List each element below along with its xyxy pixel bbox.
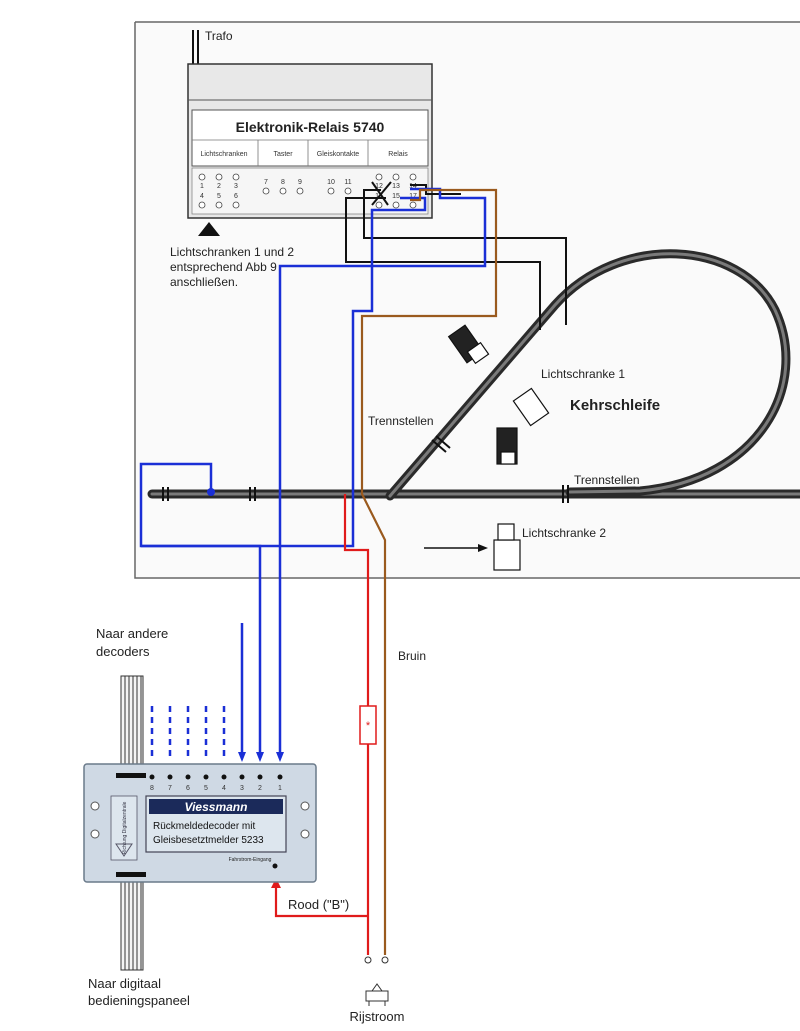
relay-terminal-12: 12 [375, 183, 383, 190]
label-lichtschranke-1: Lichtschranke 1 [541, 367, 625, 381]
track-layout [147, 249, 800, 501]
bus-cable-bottom [120, 881, 144, 971]
label-rijstroom: Rijstroom [350, 1009, 405, 1024]
relay-terminal-15: 15 [392, 193, 400, 200]
direction-arrow-icon [424, 544, 488, 552]
lichtschranke-sensors [447, 324, 550, 571]
relay-note-line-2: entsprechend Abb 9 [170, 260, 277, 274]
decoder-brand: Viessmann [185, 800, 248, 814]
decoder-pin-2: 2 [258, 785, 262, 792]
relay-title: Elektronik-Relais 5740 [236, 119, 385, 135]
trafo-leads [192, 30, 199, 64]
relay-note-line-3: anschließen. [170, 275, 238, 289]
red-arrow-icon [271, 878, 281, 888]
relay-terminal-7: 7 [264, 179, 268, 186]
relay-terminal-1: 1 [200, 183, 204, 190]
relay-terminal-6: 6 [234, 193, 238, 200]
label-naar-digitaal-line-2: bedieningspaneel [88, 993, 190, 1008]
relay-box [187, 63, 433, 219]
trafo-label: Trafo [205, 29, 233, 43]
decoder-pin-1: 1 [278, 785, 282, 792]
note-arrow-icon [198, 222, 220, 236]
relay-terminal-11: 11 [344, 179, 351, 186]
label-naar-andere-line-1: Naar andere [96, 626, 168, 641]
svg-text:*: * [366, 720, 371, 732]
decoder-direction-arrow-icon [115, 843, 133, 857]
relay-terminal-14: 14 [409, 183, 417, 190]
decoder-pin-6: 6 [186, 785, 190, 792]
label-bruin: Bruin [398, 649, 426, 663]
relay-section-gleiskontakte: Gleiskontakte [317, 151, 360, 158]
decoder-pin-4: 4 [222, 785, 226, 792]
decoder-pin-7: 7 [168, 785, 172, 792]
fuse-icon: * [359, 705, 377, 745]
decoder-pin-3: 3 [240, 785, 244, 792]
relay-terminal-8: 8 [281, 179, 285, 186]
relay-terminal-10: 10 [327, 179, 335, 186]
relay-section-lichtschranken: Lichtschranken [200, 151, 247, 158]
label-trennstellen-left: Trennstellen [368, 414, 434, 428]
label-naar-andere-line-2: decoders [96, 644, 150, 659]
blue-arrow-icons [238, 752, 284, 762]
relay-terminal-17: 17 [409, 193, 417, 200]
dotted-spare-wires [150, 706, 226, 758]
relay-note-line-1: Lichtschranken 1 und 2 [170, 245, 294, 259]
label-kehrschleife: Kehrschleife [570, 397, 660, 414]
label-naar-digitaal-line-1: Naar digitaal [88, 976, 161, 991]
decoder-model-line-2: Gleisbesetztmelder 5233 [153, 835, 264, 846]
brown-wire [360, 188, 498, 955]
decoder-side-label: Richtung Digitalzentrale [122, 801, 128, 854]
relay-terminal-3: 3 [234, 183, 238, 190]
rijstroom-terminal-icon [364, 956, 389, 1006]
relay-terminal-9: 9 [298, 179, 302, 186]
track-insulators [162, 435, 569, 503]
red-wire [274, 494, 370, 955]
bus-cable-top [120, 675, 144, 765]
relay-section-relais: Relais [388, 151, 408, 158]
black-wires [345, 181, 567, 330]
decoder-pin-numbers: 8 7 6 5 4 3 2 1 [150, 785, 282, 792]
decoder-pin-5: 5 [204, 785, 208, 792]
relay-terminal-2: 2 [217, 183, 221, 190]
relay-terminal-5: 5 [217, 193, 221, 200]
decoder-box [83, 763, 317, 883]
label-rood: Rood ("B") [288, 897, 349, 912]
blue-junction-dot [207, 488, 215, 496]
decoder-model-line-1: Rückmeldedecoder mit [153, 821, 255, 832]
label-lichtschranke-2: Lichtschranke 2 [522, 526, 606, 540]
relay-terminal-sockets [198, 173, 417, 209]
relay-section-taster: Taster [273, 151, 293, 158]
relay-terminal-13: 13 [392, 183, 400, 190]
label-trennstellen-right: Trennstellen [574, 473, 640, 487]
decoder-pin-dots [149, 774, 283, 780]
decoder-pin-8: 8 [150, 785, 154, 792]
decoder-input-label: Fahrstrom-Eingang [229, 857, 272, 863]
relay-terminal-4: 4 [200, 193, 204, 200]
